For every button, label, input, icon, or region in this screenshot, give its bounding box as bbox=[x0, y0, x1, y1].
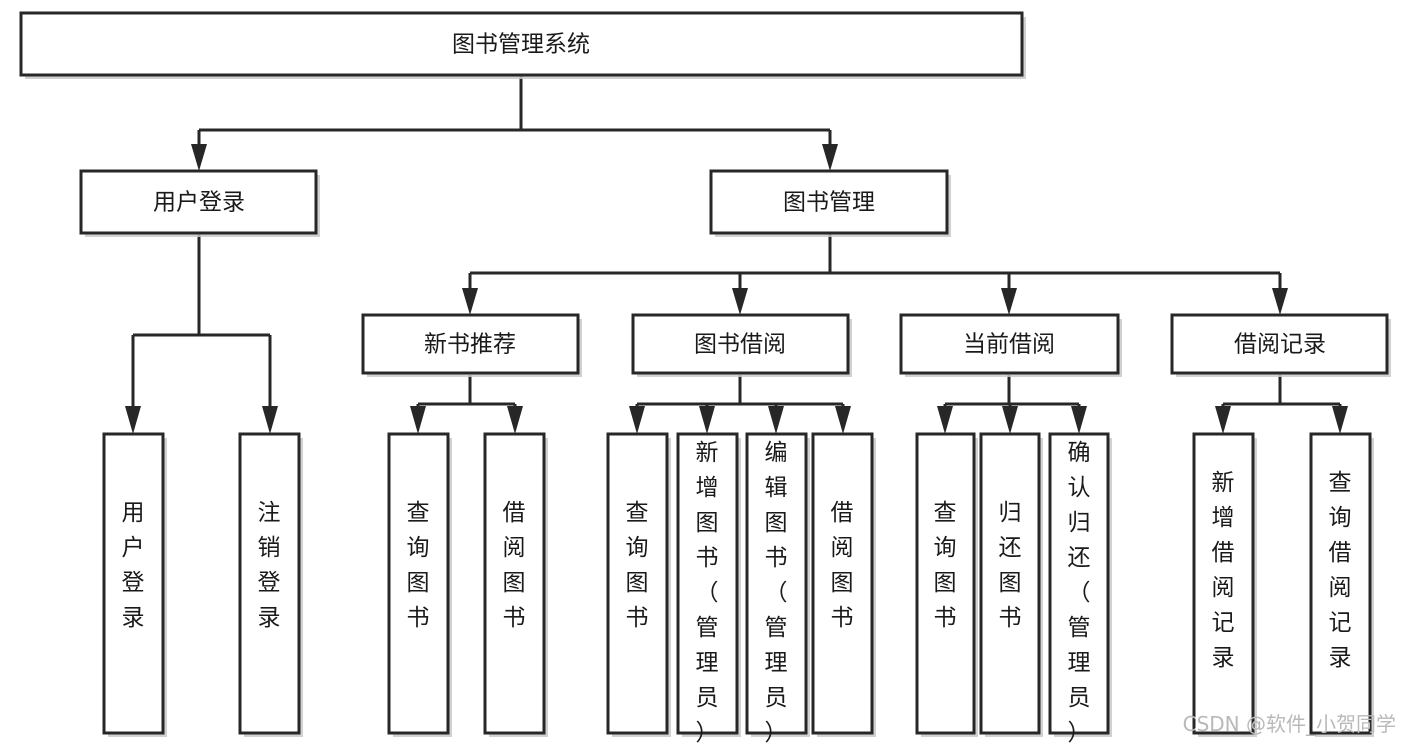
node-user-login[interactable]: 用户登录 bbox=[79, 169, 320, 237]
leaf-edit-book-label: 编辑图书（管理员） bbox=[765, 440, 788, 746]
node-leaf-query-book-2[interactable]: 查询图书 bbox=[606, 432, 671, 737]
leaf-query-book-1-label: 查询图书 bbox=[407, 500, 430, 631]
leaf-query-book-1-box bbox=[387, 432, 450, 735]
arrow-user-login bbox=[191, 144, 207, 171]
leaf-borrow-book-1-label: 借阅图书 bbox=[503, 500, 526, 631]
node-current-borrow[interactable]: 当前借阅 bbox=[899, 313, 1122, 377]
arrow-new-book bbox=[462, 288, 478, 315]
arrow-leaf-confirm-return bbox=[1071, 406, 1087, 434]
arrow-leaf-logout bbox=[262, 406, 278, 434]
leaf-borrow-book-1-box bbox=[483, 432, 546, 735]
node-leaf-query-book-3[interactable]: 查询图书 bbox=[915, 432, 978, 737]
current-borrow-label: 当前借阅 bbox=[963, 332, 1055, 358]
arrow-leaf-add-book bbox=[699, 406, 715, 434]
user-login-box bbox=[79, 169, 318, 235]
leaf-query-book-3-box bbox=[915, 432, 976, 735]
node-new-book-recommend[interactable]: 新书推荐 bbox=[361, 313, 582, 377]
connector-layer bbox=[125, 76, 1348, 434]
arrow-leaf-query-book-1 bbox=[410, 406, 426, 434]
leaf-logout-label: 注销登录 bbox=[258, 500, 281, 631]
book-borrow-box bbox=[631, 313, 850, 375]
arrow-leaf-add-record bbox=[1215, 406, 1231, 434]
user-login-label: 用户登录 bbox=[153, 190, 245, 216]
node-leaf-return-book[interactable]: 归还图书 bbox=[979, 432, 1043, 737]
arrow-book-management bbox=[822, 144, 838, 171]
leaf-return-book-label: 归还图书 bbox=[999, 500, 1022, 631]
current-borrow-box bbox=[899, 313, 1120, 375]
arrow-leaf-user-login bbox=[125, 406, 141, 434]
book-borrow-label: 图书借阅 bbox=[694, 332, 786, 358]
leaf-add-record-label: 新增借阅记录 bbox=[1212, 470, 1235, 671]
leaf-return-book-box bbox=[979, 432, 1041, 735]
leaf-nodes-layer: 用户登录 注销登录 查询图书 借阅图书 查询图书 新增图书（管理员） bbox=[102, 432, 1374, 746]
node-leaf-query-book-1[interactable]: 查询图书 bbox=[387, 432, 452, 737]
node-book-management[interactable]: 图书管理 bbox=[709, 169, 951, 237]
arrow-leaf-query-book-3 bbox=[937, 406, 953, 434]
leaf-add-book-label: 新增图书（管理员） bbox=[696, 440, 719, 746]
arrow-leaf-borrow-book-1 bbox=[507, 406, 523, 434]
node-leaf-query-record[interactable]: 查询借阅记录 bbox=[1309, 432, 1374, 737]
leaf-user-login-box bbox=[102, 432, 165, 735]
leaf-add-book-box bbox=[676, 432, 739, 735]
arrow-leaf-return-book bbox=[1002, 406, 1018, 434]
new-book-label: 新书推荐 bbox=[424, 332, 516, 358]
new-book-box bbox=[361, 313, 580, 375]
leaf-query-record-label: 查询借阅记录 bbox=[1329, 470, 1352, 671]
node-leaf-edit-book[interactable]: 编辑图书（管理员） bbox=[745, 432, 810, 746]
root-label: 图书管理系统 bbox=[452, 32, 590, 58]
arrow-leaf-query-record bbox=[1332, 406, 1348, 434]
arrow-book-borrow bbox=[732, 288, 748, 315]
node-leaf-logout[interactable]: 注销登录 bbox=[238, 432, 303, 737]
arrow-leaf-query-book-2 bbox=[629, 406, 645, 434]
node-leaf-borrow-book-2[interactable]: 借阅图书 bbox=[811, 432, 876, 737]
leaf-edit-book-box bbox=[745, 432, 808, 735]
leaf-borrow-book-2-box bbox=[811, 432, 874, 735]
arrow-borrow-record bbox=[1272, 288, 1288, 315]
arrow-current-borrow bbox=[1001, 288, 1017, 315]
root-box bbox=[19, 11, 1024, 77]
node-leaf-user-login[interactable]: 用户登录 bbox=[102, 432, 167, 737]
leaf-query-record-box bbox=[1309, 432, 1372, 735]
leaf-logout-box bbox=[238, 432, 301, 735]
watermark-label: CSDN @软件_小贺同学 bbox=[1183, 712, 1396, 736]
leaf-user-login-label: 用户登录 bbox=[122, 500, 145, 631]
node-root[interactable]: 图书管理系统 bbox=[19, 11, 1026, 79]
leaf-confirm-return-label: 确认归还（管理员） bbox=[1068, 440, 1091, 746]
node-borrow-record[interactable]: 借阅记录 bbox=[1170, 313, 1391, 377]
leaf-add-record-box bbox=[1192, 432, 1255, 735]
book-management-label: 图书管理 bbox=[783, 190, 875, 216]
arrow-leaf-edit-book bbox=[768, 406, 784, 434]
node-leaf-add-book[interactable]: 新增图书（管理员） bbox=[676, 432, 741, 746]
leaf-query-book-2-box bbox=[606, 432, 669, 735]
borrow-record-label: 借阅记录 bbox=[1234, 332, 1326, 358]
leaf-borrow-book-2-label: 借阅图书 bbox=[831, 500, 854, 631]
node-leaf-add-record[interactable]: 新增借阅记录 bbox=[1192, 432, 1257, 737]
node-leaf-borrow-book-1[interactable]: 借阅图书 bbox=[483, 432, 548, 737]
node-leaf-confirm-return[interactable]: 确认归还（管理员） bbox=[1048, 432, 1112, 746]
book-management-box bbox=[709, 169, 949, 235]
leaf-query-book-2-label: 查询图书 bbox=[626, 500, 649, 631]
borrow-record-box bbox=[1170, 313, 1389, 375]
node-book-borrow[interactable]: 图书借阅 bbox=[631, 313, 852, 377]
arrow-leaf-borrow-book-2 bbox=[835, 406, 851, 434]
leaf-query-book-3-label: 查询图书 bbox=[934, 500, 957, 631]
leaf-confirm-return-box bbox=[1048, 432, 1110, 735]
